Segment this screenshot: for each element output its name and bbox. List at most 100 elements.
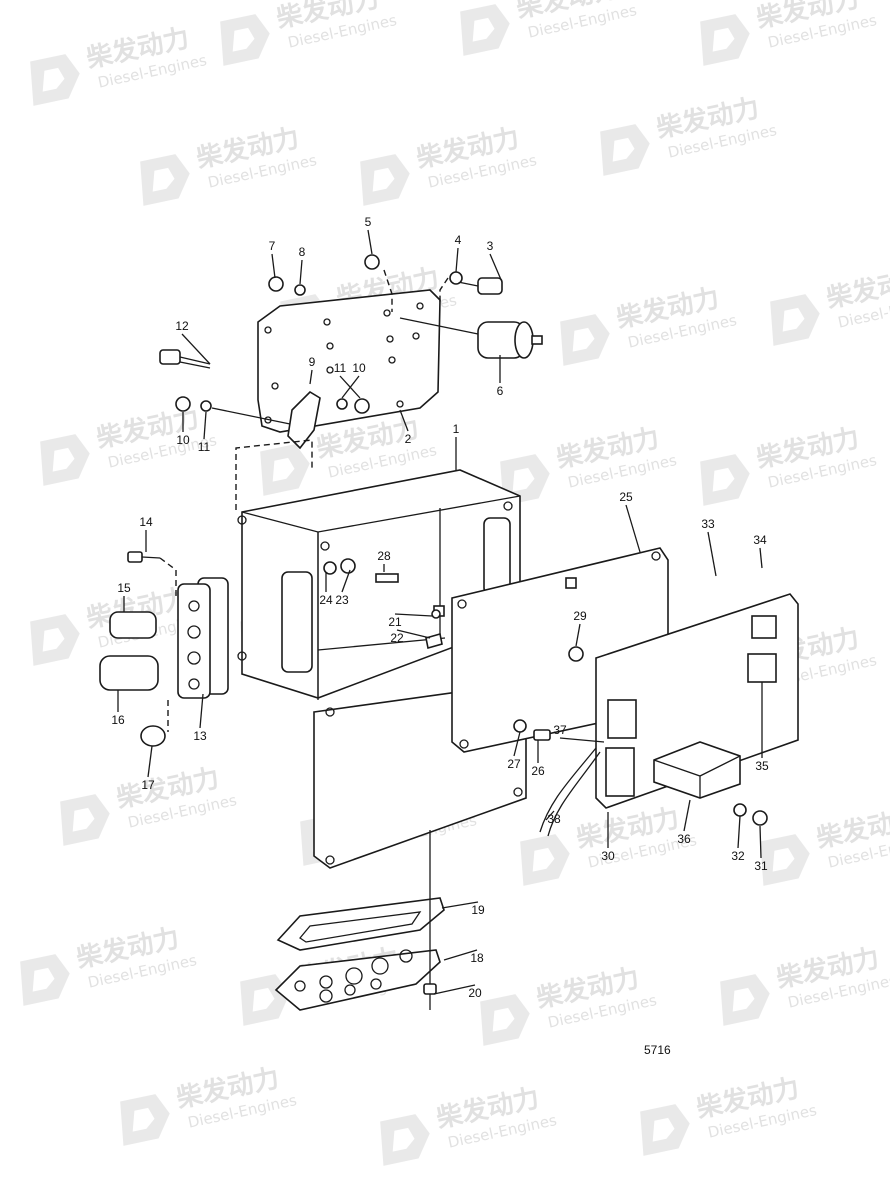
leader-line xyxy=(433,984,476,995)
callout-22: 22 xyxy=(390,631,404,645)
leader-line xyxy=(759,825,762,859)
callout-25: 25 xyxy=(619,490,633,504)
leader-line xyxy=(299,259,303,285)
watermark-logo-icon xyxy=(380,1114,430,1166)
watermark-logo-icon xyxy=(240,974,290,1026)
callout-37: 37 xyxy=(553,723,567,737)
callout-9: 9 xyxy=(309,355,316,369)
watermark-logo-icon xyxy=(260,444,310,496)
hardware-misc xyxy=(323,558,768,837)
leader-line xyxy=(455,247,459,273)
callout-15: 15 xyxy=(117,581,131,595)
callout-5: 5 xyxy=(365,215,372,229)
callout-38: 38 xyxy=(547,812,561,826)
callout-14: 14 xyxy=(139,515,153,529)
callout-16: 16 xyxy=(111,713,125,727)
leader-line xyxy=(489,253,503,283)
leader-line xyxy=(199,693,204,729)
watermark-logo-icon xyxy=(30,614,80,666)
callout-13: 13 xyxy=(193,729,207,743)
callout-26: 26 xyxy=(531,764,545,778)
callout-21: 21 xyxy=(388,615,402,629)
watermark-logo-icon xyxy=(520,834,570,886)
callout-33: 33 xyxy=(701,517,715,531)
watermark-logo-icon xyxy=(460,4,510,56)
assembly-guides xyxy=(235,269,449,510)
callout-36: 36 xyxy=(677,832,691,846)
callout-2: 2 xyxy=(405,432,412,446)
watermark-logo-icon xyxy=(760,834,810,886)
leader-line xyxy=(513,731,521,757)
leader-line xyxy=(441,901,479,909)
cable-gland-assembly xyxy=(99,551,229,747)
leader-line xyxy=(683,799,691,832)
watermark-logo-icon xyxy=(560,314,610,366)
watermark-logo-icon xyxy=(140,154,190,206)
callout-23: 23 xyxy=(335,593,349,607)
callout-1: 1 xyxy=(453,422,460,436)
callout-10: 10 xyxy=(352,361,366,375)
leader-line xyxy=(759,547,763,569)
leader-line xyxy=(203,411,207,440)
callout-29: 29 xyxy=(573,609,587,623)
circuit-board xyxy=(595,593,799,809)
watermark-logo-icon xyxy=(60,794,110,846)
callout-31: 31 xyxy=(754,859,768,873)
callout-20: 20 xyxy=(468,986,482,1000)
callout-11: 11 xyxy=(334,361,347,375)
leader-line xyxy=(339,375,361,399)
callout-4: 4 xyxy=(455,233,462,247)
watermark-logo-icon xyxy=(30,54,80,106)
leader-line xyxy=(271,253,276,279)
watermark-logo-icon xyxy=(480,994,530,1046)
callout-7: 7 xyxy=(269,239,276,253)
bottom-gasket xyxy=(274,830,445,1011)
callout-3: 3 xyxy=(487,239,494,253)
leader-line xyxy=(367,229,373,255)
leader-line xyxy=(443,949,478,961)
leader-line xyxy=(707,531,717,577)
watermark-logo-icon xyxy=(220,14,270,66)
leader-line xyxy=(341,569,351,593)
watermark-logo-icon xyxy=(640,1104,690,1156)
drawing-number: 5716 xyxy=(644,1043,671,1057)
callout-6: 6 xyxy=(497,384,504,398)
watermark-logo-icon xyxy=(700,14,750,66)
callout-28: 28 xyxy=(377,549,391,563)
callout-24: 24 xyxy=(319,593,333,607)
leader-line xyxy=(147,745,153,778)
leader-line xyxy=(625,504,641,553)
watermark-logo-icon xyxy=(720,974,770,1026)
leader-line xyxy=(181,333,211,365)
callout-19: 19 xyxy=(471,903,485,917)
callout-30: 30 xyxy=(601,849,615,863)
leader-line xyxy=(399,409,409,432)
callout-10: 10 xyxy=(176,433,190,447)
callout-17: 17 xyxy=(141,778,155,792)
watermark-logo-icon xyxy=(600,124,650,176)
leader-line xyxy=(559,737,605,743)
callout-11: 11 xyxy=(198,440,211,454)
leader-line xyxy=(545,810,555,821)
leader-line xyxy=(396,629,431,639)
